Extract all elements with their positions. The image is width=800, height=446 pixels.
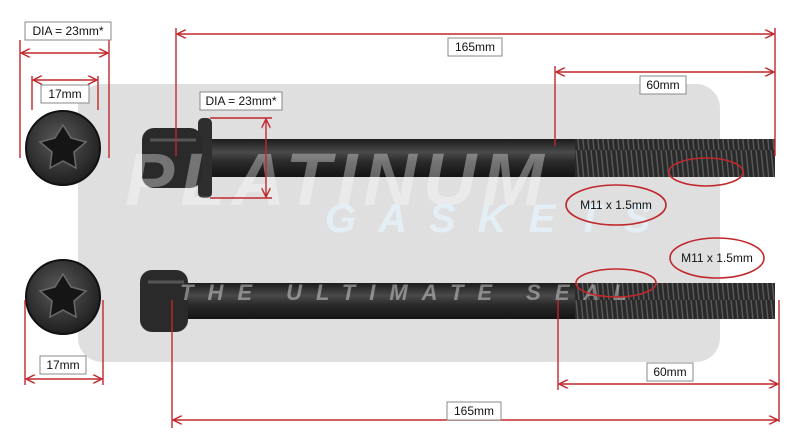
top-bolt-head <box>142 128 202 188</box>
label-thread-spec-top: M11 x 1.5mm <box>580 198 652 212</box>
watermark-tagline: THE ULTIMATE SEAL <box>180 280 641 305</box>
label-head-dia-top-text: DIA = 23mm* <box>32 24 103 38</box>
bottom-bolt-end-view-icon <box>25 259 101 335</box>
watermark-logo: PLATINUM <box>125 138 550 221</box>
bottom-bolt-head <box>140 270 188 332</box>
label-drive-bottom-text: 17mm <box>46 358 79 372</box>
torx-star-icon <box>38 123 88 170</box>
label-drive-top: 17mm <box>40 84 90 104</box>
label-length-top: 165mm <box>447 37 503 57</box>
label-drive-bottom: 17mm <box>39 355 87 375</box>
bottom-bolt <box>140 270 775 332</box>
label-thread-len-top: 60mm <box>639 75 687 95</box>
bottom-thread-highlight <box>575 268 657 298</box>
label-head-dia-bolt-text: DIA = 23mm* <box>205 94 276 108</box>
label-head-dia-bolt: DIA = 23mm* <box>199 91 283 111</box>
watermark-brand: GASKETS <box>325 197 672 241</box>
bottom-bolt-shank <box>185 283 575 319</box>
label-length-top-text: 165mm <box>455 40 495 54</box>
label-length-bottom-text: 165mm <box>454 404 494 418</box>
top-bolt-end-view-icon <box>25 110 101 186</box>
label-thread-spec-bottom-text: M11 x 1.5mm <box>681 251 753 265</box>
bottom-thread-spec-callout <box>669 237 765 279</box>
top-thread-spec-callout <box>565 184 667 226</box>
torx-star-icon <box>38 272 88 319</box>
label-thread-len-bottom: 60mm <box>646 362 694 382</box>
label-thread-spec-bottom: M11 x 1.5mm <box>681 251 753 265</box>
top-bolt-thread <box>575 139 775 177</box>
label-thread-len-top-text: 60mm <box>646 78 679 92</box>
bottom-bolt-thread <box>575 283 775 319</box>
top-thread-highlight <box>668 157 744 187</box>
label-thread-spec-top-text: M11 x 1.5mm <box>580 198 652 212</box>
label-head-dia-top: DIA = 23mm* <box>24 21 112 41</box>
label-drive-top-text: 17mm <box>48 87 81 101</box>
label-length-bottom: 165mm <box>446 401 502 421</box>
label-thread-len-bottom-text: 60mm <box>653 365 686 379</box>
